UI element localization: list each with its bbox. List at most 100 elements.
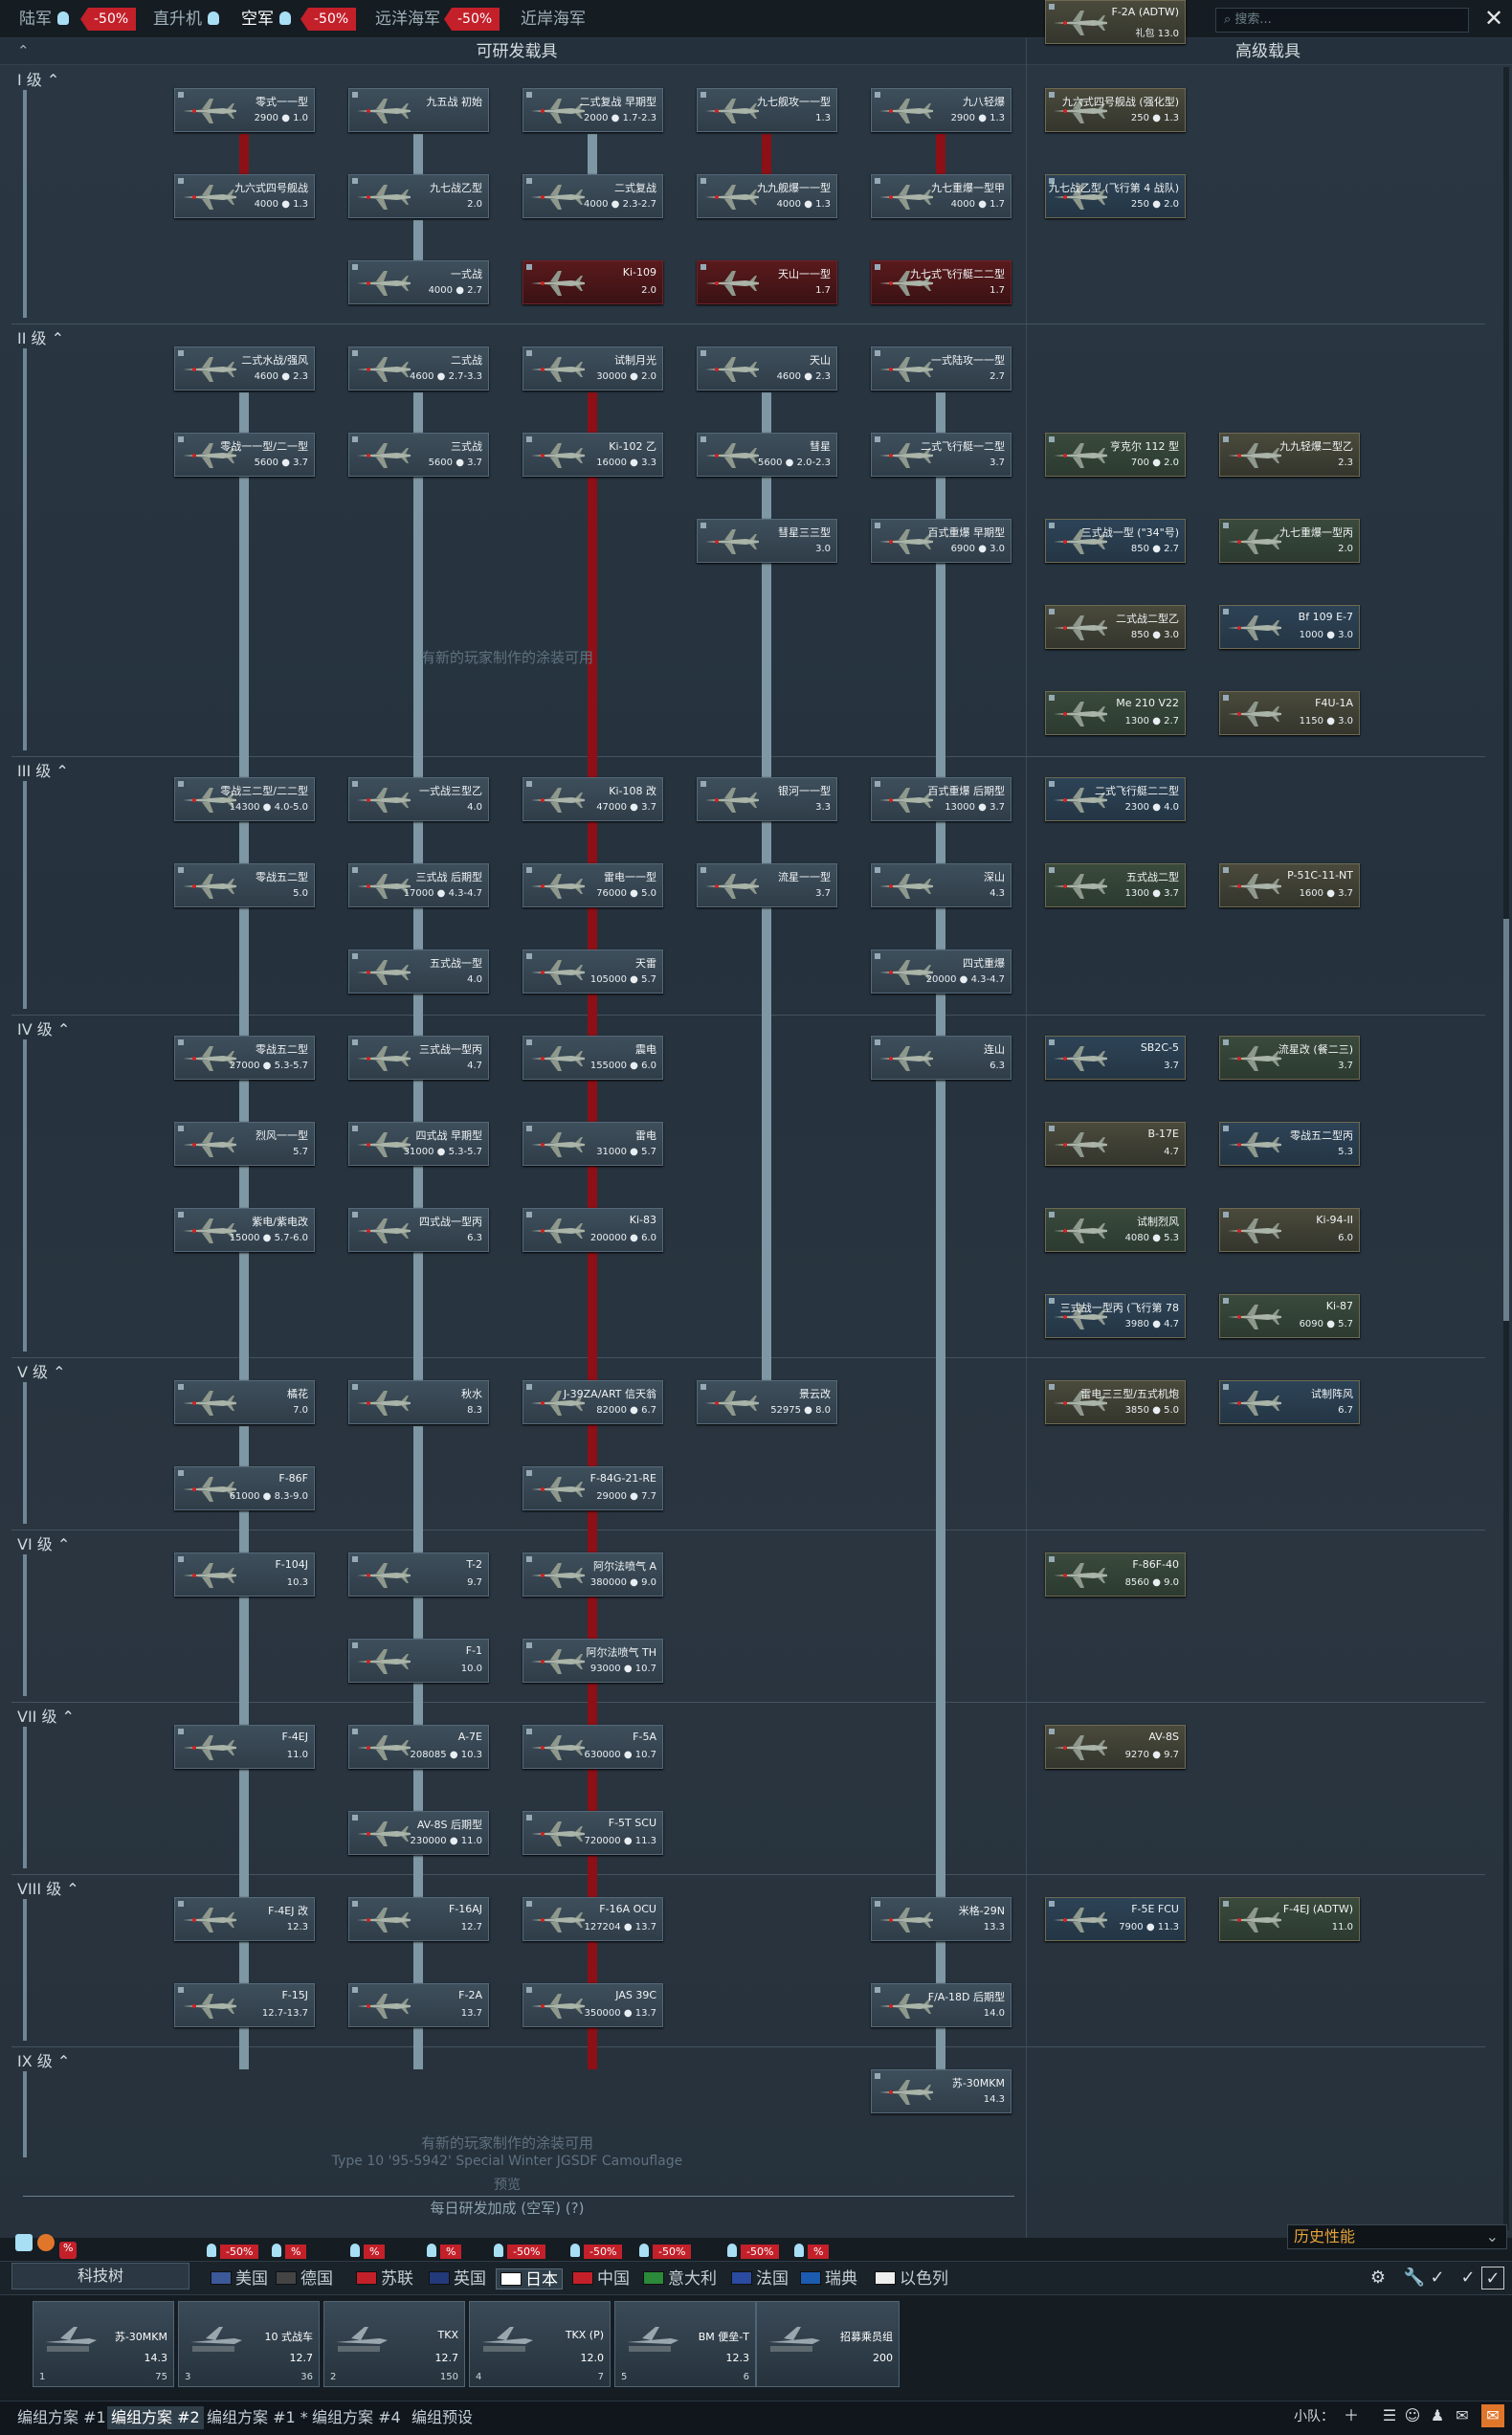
close-button[interactable]: ✕: [1483, 5, 1504, 32]
nation-tab[interactable]: 法国: [731, 2268, 789, 2290]
check-all-icon[interactable]: ✓: [1460, 2267, 1476, 2288]
rank-label[interactable]: V 级 ⌃: [17, 1363, 66, 1381]
rank-label[interactable]: I 级 ⌃: [17, 71, 60, 89]
camo-notice[interactable]: 有新的玩家制作的涂装可用: [420, 649, 593, 666]
vehicle-card[interactable]: F-4EJ (ADTW)11.0: [1219, 1897, 1360, 1941]
tab-helicopters[interactable]: 直升机: [153, 6, 219, 33]
preset-tab[interactable]: 编组方案 #1: [17, 2408, 106, 2426]
wrench-icon[interactable]: 🔧: [1403, 2267, 1426, 2288]
tab-coastal-fleet[interactable]: 近岸海军: [521, 6, 586, 33]
check-icon[interactable]: ✓: [1430, 2267, 1445, 2288]
tab-aviation[interactable]: 空军: [241, 6, 291, 33]
historical-performance-select[interactable]: 历史性能⌄: [1287, 2224, 1507, 2249]
nation-tab[interactable]: 日本: [496, 2268, 563, 2290]
daily-bonus[interactable]: 每日研发加成 (空军) (?): [430, 2200, 585, 2217]
vehicle-card[interactable]: F-2A (ADTW)礼包 13.0: [1045, 0, 1186, 44]
mail-icon[interactable]: ✉: [1481, 2404, 1504, 2427]
rank-label[interactable]: III 级 ⌃: [17, 762, 69, 780]
nation-tab[interactable]: 意大利: [643, 2268, 717, 2290]
preset-tab[interactable]: 编组方案 #2: [107, 2406, 204, 2429]
vehicle-card[interactable]: 流星改 (餐二三)3.7: [1219, 1036, 1360, 1080]
preset-tab[interactable]: 编组预设: [411, 2408, 474, 2426]
tab-bluewater-fleet[interactable]: 远洋海军: [375, 6, 440, 33]
preview-link[interactable]: 预览: [494, 2178, 521, 2193]
chat-icon[interactable]: ✉: [1456, 2406, 1469, 2424]
preset-tab[interactable]: 编组方案 #1 *: [207, 2408, 308, 2426]
contacts-icon[interactable]: ♟: [1430, 2406, 1445, 2424]
nation-tab[interactable]: 中国: [572, 2268, 630, 2290]
list-icon[interactable]: ☰: [1382, 2406, 1397, 2424]
nation-tab[interactable]: 以色列: [875, 2268, 948, 2290]
nation-tab[interactable]: 德国: [276, 2268, 333, 2290]
collapse-all-icon[interactable]: ⌃: [17, 42, 30, 59]
rank-label[interactable]: II 级 ⌃: [17, 329, 65, 347]
vehicle-card[interactable]: 九六式四号舰战 (强化型)250 ● 1.3: [1045, 88, 1186, 132]
rank-label[interactable]: VII 级 ⌃: [17, 1708, 75, 1726]
nation-tab[interactable]: 瑞典: [800, 2268, 857, 2290]
nation-tab[interactable]: 英国: [429, 2268, 486, 2290]
vehicle-card[interactable]: 三式战一型 ("34"号)850 ● 2.7: [1045, 519, 1186, 563]
settings-icon[interactable]: ⚙: [1369, 2267, 1387, 2288]
